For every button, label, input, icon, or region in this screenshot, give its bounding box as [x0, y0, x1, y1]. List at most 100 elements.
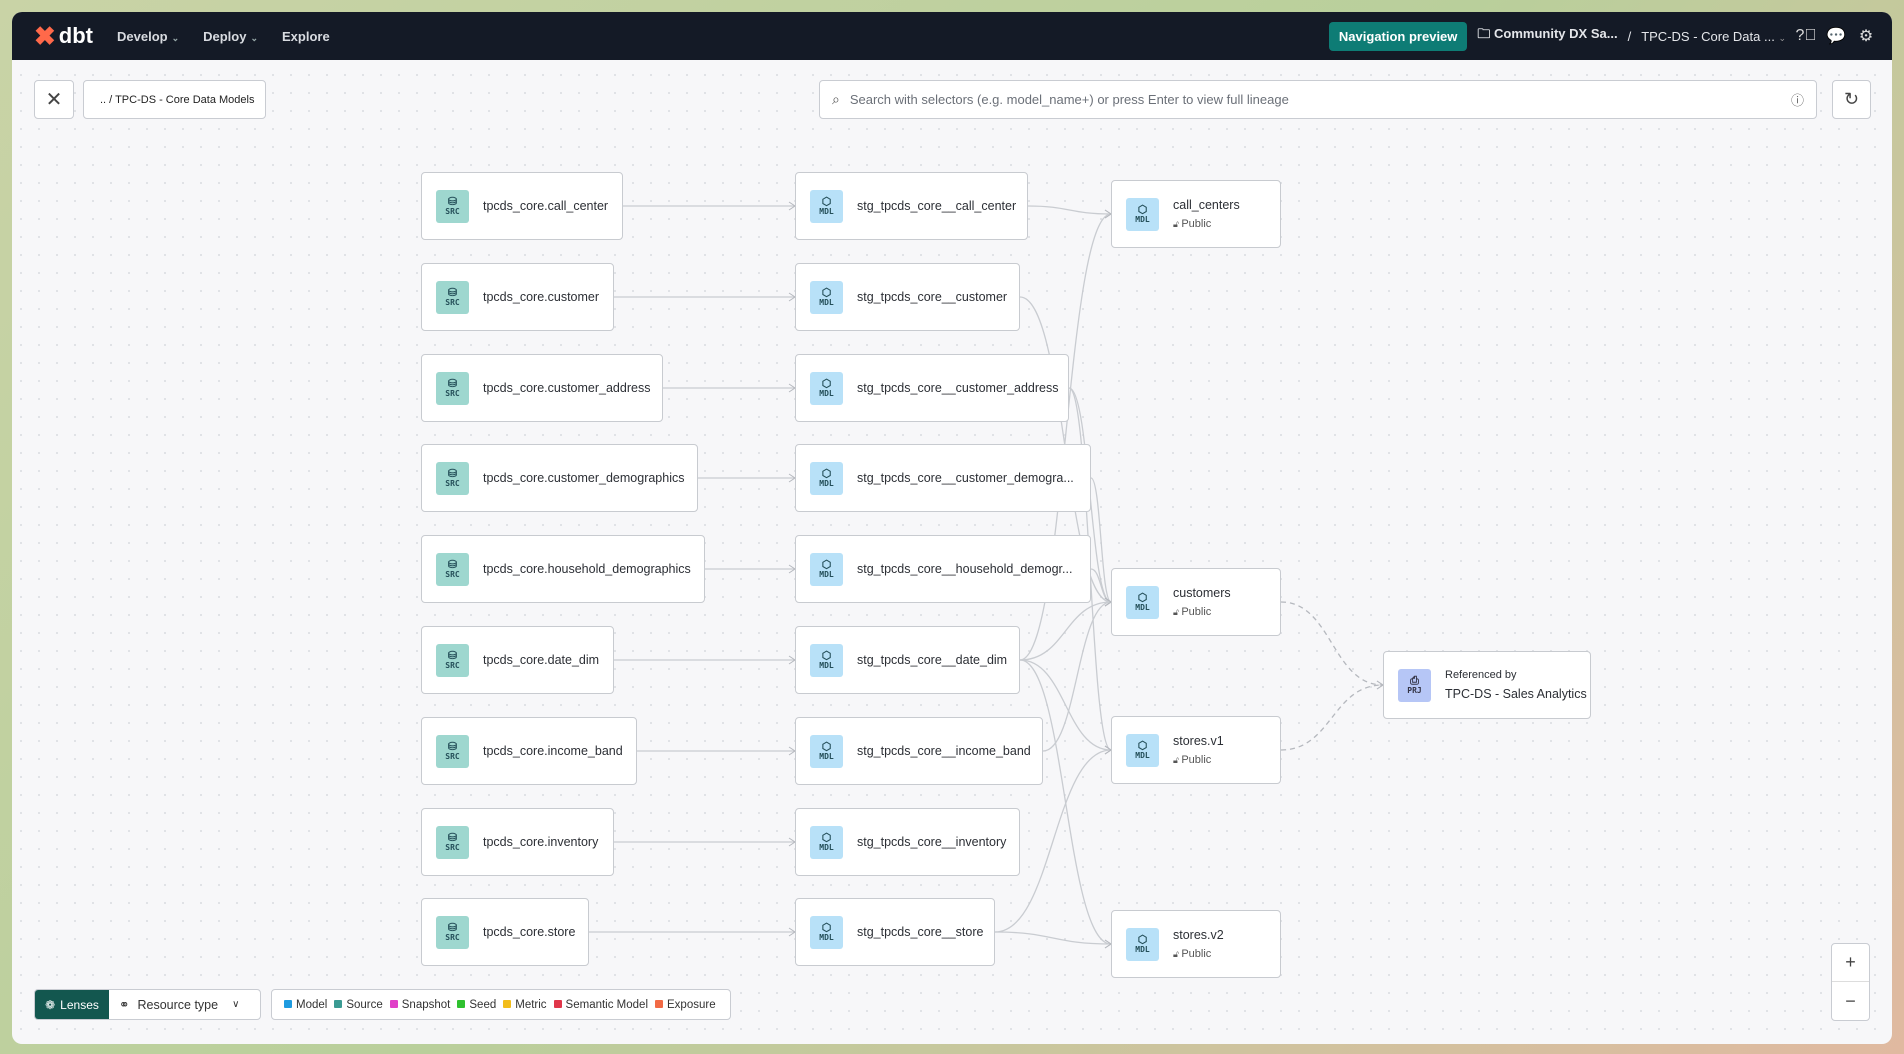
resource-type-label: Resource type — [137, 997, 219, 1012]
nav-deploy[interactable]: Deploy⌄ — [203, 29, 258, 44]
legend-label: Semantic Model — [565, 998, 649, 1011]
source-node[interactable]: ⛁SRC tpcds_core.date_dim — [421, 626, 614, 694]
account-breadcrumb[interactable]: 🗀 Community DX Sa... — [1477, 25, 1617, 47]
node-label: stg_tpcds_core__customer_address — [857, 381, 1059, 395]
edge-m3-p1 — [1090, 477, 1112, 603]
refresh-button[interactable]: ↻ — [1832, 80, 1871, 119]
help-icon[interactable]: ?⃝ — [1795, 27, 1817, 44]
nav-label: Develop — [117, 28, 168, 44]
node-name: stg_tpcds_core__store — [857, 925, 984, 939]
cube-icon: ⬡MDL — [810, 825, 843, 859]
zoom-out-button[interactable]: − — [1845, 990, 1856, 1011]
node-label: stg_tpcds_core__customer_demogra... — [857, 471, 1074, 485]
brand-text: dbt — [58, 23, 93, 48]
badge-label: MDL — [1135, 750, 1150, 760]
project-selector[interactable]: TPC-DS - Core Data ... ⌄ — [1641, 29, 1786, 44]
search-input[interactable]: ⌕ Search with selectors (e.g. model_name… — [819, 80, 1817, 119]
badge-label: MDL — [819, 842, 834, 852]
edge-p2-x0 — [1280, 684, 1384, 751]
legend-item: Metric — [503, 999, 547, 1011]
unlock-icon: 🔓︎ — [1173, 607, 1182, 617]
resource-type-select[interactable]: ⚭Resource type∨ — [109, 997, 239, 1013]
staging-node[interactable]: ⬡MDL stg_tpcds_core__inventory — [795, 808, 1020, 876]
cube-icon: ⬡MDL — [1126, 585, 1159, 619]
cube-icon: ⬡MDL — [1126, 927, 1159, 961]
legend-swatch — [457, 999, 466, 1008]
zoom-controls: + − — [1831, 943, 1870, 1021]
edge-m6-p1 — [1042, 601, 1112, 752]
gear-icon[interactable]: ⚙ — [1858, 28, 1874, 45]
badge-glyph: ⛁ — [447, 920, 458, 934]
legend-item: Semantic Model — [553, 998, 649, 1011]
node-label: customers🔓︎ Public — [1173, 586, 1231, 618]
search-icon: ⌕ — [832, 91, 840, 107]
legend-label: Snapshot — [401, 998, 451, 1011]
badge-label: SRC — [445, 751, 460, 761]
feedback-icon[interactable]: 💬 — [1826, 28, 1846, 45]
badge-glyph: ⬡ — [1137, 202, 1148, 216]
access-badge: 🔓︎ Public — [1173, 218, 1240, 230]
database-icon: ⛁SRC — [436, 552, 469, 586]
public-model-node[interactable]: ⬡MDL customers🔓︎ Public — [1111, 568, 1281, 636]
node-label: stg_tpcds_core__income_band — [857, 744, 1031, 758]
node-name: stg_tpcds_core__inventory — [857, 835, 1007, 849]
badge-label: PRJ — [1407, 685, 1422, 695]
node-name: tpcds_core.customer_demographics — [483, 471, 685, 485]
badge-glyph: ⬡ — [1137, 590, 1148, 604]
lenses-button[interactable]: ❁Lenses — [35, 990, 109, 1019]
nav-develop[interactable]: Develop⌄ — [117, 29, 179, 44]
node-name: stores.v2 — [1173, 928, 1224, 942]
node-name: stg_tpcds_core__customer_address — [857, 381, 1059, 395]
node-label: tpcds_core.store — [483, 925, 575, 939]
node-label: tpcds_core.date_dim — [483, 653, 599, 667]
node-name: stg_tpcds_core__date_dim — [857, 653, 1008, 667]
edge-m8-p2 — [994, 749, 1112, 933]
close-button[interactable]: ✕ — [34, 80, 74, 119]
badge-glyph: ⬡ — [821, 285, 832, 299]
badge-glyph: ⬡ — [821, 557, 832, 571]
search-placeholder: Search with selectors (e.g. model_name+)… — [849, 92, 1289, 107]
zoom-in-button[interactable]: + — [1832, 944, 1869, 983]
lenses-control: ❁Lenses ⚭Resource type∨ — [34, 989, 261, 1020]
legend-swatch — [334, 999, 343, 1008]
legend-item: Model — [284, 999, 327, 1011]
edge-m5-p3 — [1019, 659, 1112, 945]
dbt-logo-icon: ✖ — [34, 20, 56, 51]
chevron-down-icon: ⌄ — [171, 32, 180, 43]
node-label: stg_tpcds_core__date_dim — [857, 653, 1007, 667]
badge-glyph: ⬡ — [1137, 932, 1148, 946]
navigation-preview-button[interactable]: Navigation preview — [1328, 21, 1468, 51]
node-name: stg_tpcds_core__customer — [857, 290, 1008, 304]
legend-label: Model — [296, 998, 328, 1011]
badge-label: SRC — [445, 206, 460, 216]
node-name: stg_tpcds_core__customer_demogra... — [857, 471, 1074, 485]
info-icon[interactable]: ⓘ — [1790, 93, 1804, 108]
breadcrumb[interactable]: .. / TPC-DS - Core Data Models — [83, 80, 266, 119]
legend-label: Seed — [469, 998, 497, 1011]
database-icon: ⛁SRC — [436, 643, 469, 677]
node-caption: Referenced by — [1445, 669, 1517, 681]
nav-explore[interactable]: Explore — [282, 29, 330, 44]
dbt-logo[interactable]: ✖dbt — [34, 21, 93, 52]
